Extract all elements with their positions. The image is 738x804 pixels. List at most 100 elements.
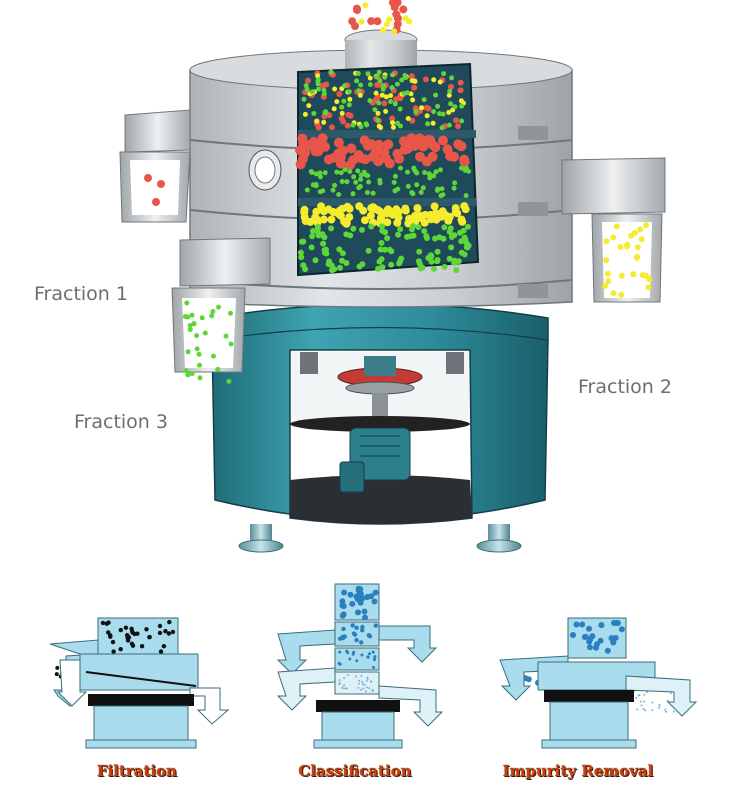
particle xyxy=(434,257,441,263)
particle xyxy=(354,625,359,630)
particle xyxy=(415,224,422,230)
particle xyxy=(458,238,465,245)
particle xyxy=(108,634,113,639)
particle xyxy=(455,258,462,265)
particle xyxy=(344,179,350,185)
particle xyxy=(352,650,356,654)
particle xyxy=(393,218,402,227)
particle xyxy=(147,634,152,640)
particle xyxy=(336,246,343,253)
particle xyxy=(321,119,327,125)
particle xyxy=(435,103,441,109)
particle xyxy=(350,122,356,128)
particle xyxy=(355,168,361,174)
particle xyxy=(170,629,176,635)
particle xyxy=(411,165,417,171)
particle xyxy=(370,680,373,683)
particle xyxy=(340,217,349,226)
particle xyxy=(634,253,641,260)
particle xyxy=(310,228,316,234)
particle xyxy=(365,247,372,254)
particle xyxy=(375,110,381,116)
particle xyxy=(613,223,620,230)
particle xyxy=(651,709,654,712)
particle xyxy=(340,635,346,641)
diagram-classification xyxy=(276,583,444,749)
particle xyxy=(394,81,400,87)
particle xyxy=(372,666,375,669)
particle xyxy=(317,170,323,176)
particle xyxy=(384,205,392,214)
particle xyxy=(211,353,216,359)
particle xyxy=(417,265,424,272)
particle xyxy=(359,595,366,602)
particle xyxy=(410,223,417,230)
particle xyxy=(322,170,328,176)
particle xyxy=(358,172,364,178)
particle xyxy=(459,157,470,168)
particle xyxy=(438,135,448,146)
particle xyxy=(589,633,596,640)
particle xyxy=(337,264,343,271)
particle xyxy=(456,141,467,152)
particle xyxy=(357,686,360,689)
particle xyxy=(353,150,364,160)
particle xyxy=(315,81,321,87)
particle xyxy=(635,696,638,699)
particle xyxy=(373,655,377,659)
particle xyxy=(424,113,430,119)
particle xyxy=(463,193,469,198)
particle xyxy=(398,165,403,171)
particle xyxy=(223,333,229,339)
particle xyxy=(123,625,129,630)
particle xyxy=(368,687,371,690)
particle xyxy=(357,183,363,189)
particle xyxy=(351,174,357,180)
particle xyxy=(199,315,205,321)
particle xyxy=(459,165,464,171)
particle xyxy=(431,109,437,115)
particle xyxy=(194,346,200,352)
particle xyxy=(651,701,654,704)
particle xyxy=(418,141,429,152)
particle xyxy=(613,620,620,626)
particle-layers xyxy=(295,69,472,274)
particle xyxy=(434,248,441,255)
particle xyxy=(380,27,387,33)
particle xyxy=(129,626,134,631)
particle xyxy=(360,674,363,677)
particle xyxy=(317,174,323,180)
particle xyxy=(106,630,111,635)
particle xyxy=(344,687,346,690)
particle xyxy=(374,206,382,215)
particle xyxy=(339,179,345,184)
particle xyxy=(333,137,344,148)
particle xyxy=(389,85,395,91)
particle xyxy=(390,124,396,130)
particle xyxy=(118,647,123,652)
particle xyxy=(416,248,423,255)
particle xyxy=(378,256,385,263)
particle xyxy=(332,86,338,92)
particle xyxy=(158,649,164,654)
particle xyxy=(440,111,446,117)
particle xyxy=(309,89,315,95)
particle xyxy=(376,69,382,75)
particle xyxy=(306,103,312,109)
particle xyxy=(339,104,345,110)
particle xyxy=(658,703,661,706)
particle xyxy=(379,223,385,230)
particle xyxy=(381,100,388,107)
particle xyxy=(423,104,430,111)
particle xyxy=(339,110,345,116)
particle xyxy=(383,108,389,114)
particle xyxy=(332,182,338,188)
particle xyxy=(359,226,365,233)
particle xyxy=(630,271,637,278)
particle xyxy=(421,210,430,219)
particle xyxy=(437,167,443,173)
particle xyxy=(431,265,437,272)
particle xyxy=(364,190,370,195)
particle xyxy=(189,312,195,318)
